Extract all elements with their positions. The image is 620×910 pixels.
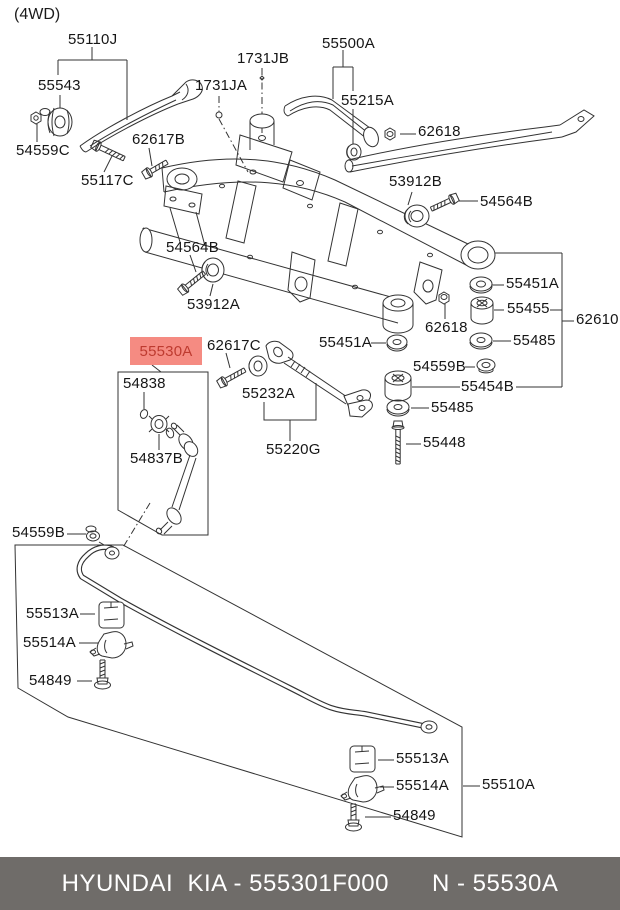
part-label: 54559B [413, 358, 466, 375]
bushing-55454B-drawing [384, 370, 412, 402]
part-label: 53912A [187, 296, 240, 313]
part-label: 55485 [431, 399, 474, 416]
part-footer-bar: HYUNDAI KIA - 555301F000 N - 55530A [0, 857, 620, 910]
part-label: 54564B [166, 239, 219, 256]
part-label: 54849 [393, 807, 436, 824]
bolt-55117C-drawing [90, 139, 126, 162]
part-label: 54559C [16, 142, 70, 159]
part-label: 55514A [396, 777, 449, 794]
bushing-53912B-drawing [403, 204, 430, 228]
part-label: 55485 [513, 332, 556, 349]
bushing-53912A-drawing [201, 257, 225, 283]
clamp-set-left-drawing [89, 601, 134, 690]
nut-62618-top-drawing [384, 127, 396, 141]
part-label: 62618 [425, 319, 468, 336]
footer-part-number-text: HYUNDAI KIA - 555301F000 N - 55530A [61, 869, 559, 897]
nut-54559B-left-drawing [85, 525, 100, 542]
part-label: 55110J [68, 31, 118, 48]
locator-dot [259, 75, 265, 81]
stabilizer-bar-drawing [76, 544, 438, 734]
part-label: 55215A [341, 92, 394, 109]
washer-55451A-left-drawing [386, 334, 408, 352]
bushing-55232A-drawing [248, 355, 268, 377]
highlighted-part-label[interactable]: 55530A [130, 337, 202, 365]
part-label: 1731JA [195, 77, 248, 94]
locator-ring [215, 111, 223, 119]
crossmember-drawing [139, 113, 496, 334]
part-label: 54837B [130, 450, 183, 467]
part-label: 53912B [389, 173, 442, 190]
stabilizer-link-box [117, 371, 209, 536]
part-label: 55543 [38, 77, 81, 94]
part-label: 55454B [461, 378, 514, 395]
part-label: 1731JB [237, 50, 290, 67]
part-label: 55500A [322, 35, 375, 52]
leader-lines [36, 47, 574, 818]
part-label: 55232A [242, 385, 295, 402]
bolt-54564B-right-drawing [429, 192, 460, 212]
bolt-62617B-drawing [141, 159, 169, 180]
part-label: 55220G [266, 441, 321, 458]
part-label: 55514A [23, 634, 76, 651]
trailing-rod-drawing [265, 340, 373, 418]
part-label: 54559B [12, 524, 65, 541]
part-label: 62617C [207, 337, 261, 354]
part-label: 55451A [319, 334, 372, 351]
stabilizer-bar-box [14, 544, 463, 838]
part-label: 55455 [507, 300, 550, 317]
clamp-set-right-drawing [340, 745, 385, 832]
bushing-55455-drawing [470, 296, 494, 325]
part-label: 54838 [123, 375, 166, 392]
part-label: 62610 [576, 311, 619, 328]
page-title: (4WD) [14, 6, 61, 23]
part-label: 54849 [29, 672, 72, 689]
nut-62618-mid-drawing [438, 291, 450, 305]
washer-55485-lower-drawing [386, 399, 410, 417]
part-label: 55117C [81, 172, 134, 189]
stabilizer-link-drawing [139, 409, 199, 535]
part-label: 55451A [506, 275, 559, 292]
bolt-54564B-left-drawing [176, 270, 206, 296]
part-label: 55510A [482, 776, 535, 793]
part-label: 62618 [418, 123, 461, 140]
part-label: 55513A [396, 750, 449, 767]
bolt-62617C-drawing [216, 367, 247, 389]
part-label: 54564B [480, 193, 533, 210]
part-label: 55448 [423, 434, 466, 451]
washer-55451A-right-drawing [469, 276, 493, 294]
nut-54559B-right-drawing [476, 358, 496, 374]
part-label: 62617B [132, 131, 185, 148]
part-label: 55513A [26, 605, 79, 622]
nut-54559C-drawing [30, 108, 51, 125]
bolt-55448-drawing [391, 420, 405, 465]
assist-arm-drawing [283, 95, 595, 173]
washer-55485-upper-drawing [469, 332, 493, 350]
